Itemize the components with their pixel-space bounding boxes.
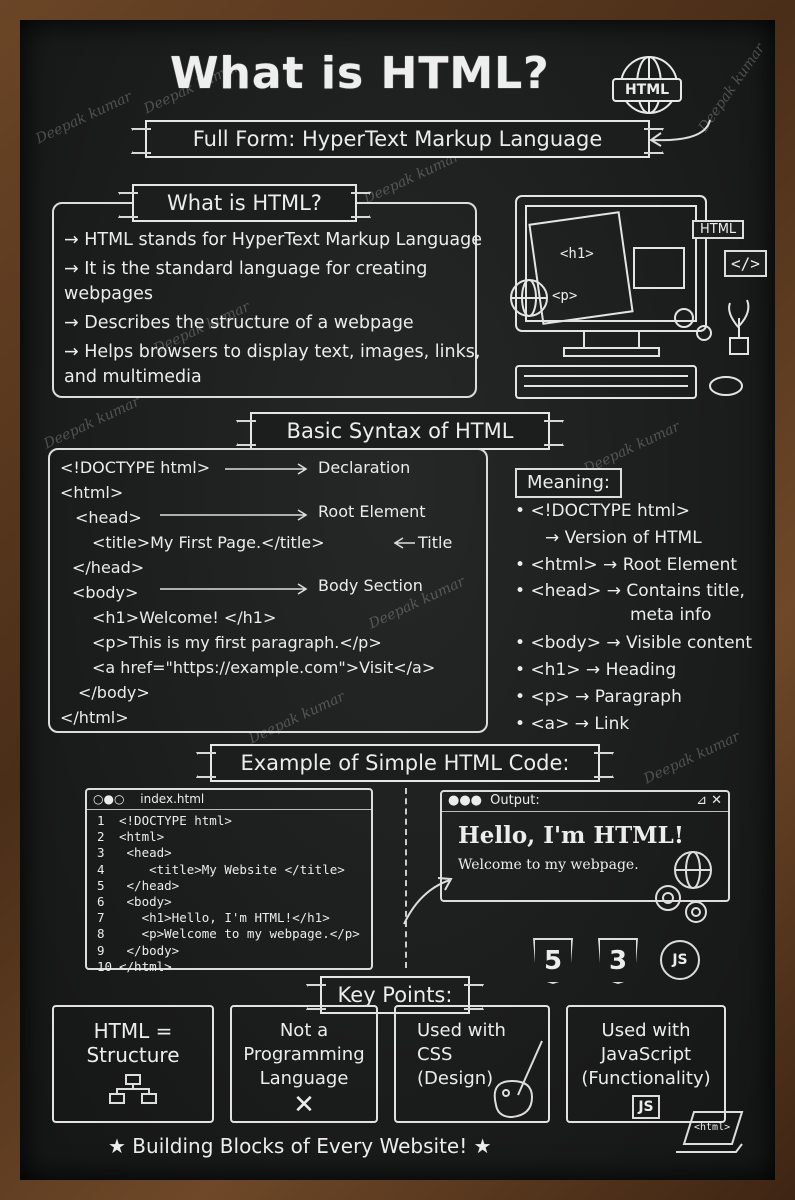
- html-label: HTML: [692, 220, 745, 239]
- laptop-icon: <html>: [676, 1108, 746, 1158]
- meaning-list: • <!DOCTYPE html> → Version of HTML • <h…: [515, 498, 770, 738]
- code-line: 9 </body>: [97, 942, 180, 958]
- code-line: 6 <body>: [97, 894, 172, 910]
- code-line: <!DOCTYPE html>: [60, 458, 211, 477]
- html5-badge: 5: [533, 938, 573, 984]
- cross-icon: ✕: [293, 1090, 315, 1120]
- hierarchy-icon: [109, 1074, 157, 1104]
- code-line: </body>: [78, 683, 150, 702]
- laptop-label: <html>: [694, 1122, 731, 1133]
- code-line: <a href="https://example.com">Visit</a>: [92, 658, 436, 677]
- list-item: • <!DOCTYPE html>: [515, 501, 690, 521]
- output-heading: Hello, I'm HTML!: [458, 822, 684, 849]
- code-line: <p>This is my first paragraph.</p>: [92, 633, 382, 652]
- code-line: <title>My First Page.</title>: [92, 533, 325, 552]
- window-controls-icon: ●●●: [448, 793, 483, 808]
- full-form-banner: Full Form: HyperText Markup Language: [145, 120, 650, 158]
- declaration-label: Declaration: [318, 458, 411, 477]
- output-label: Output:: [490, 793, 540, 808]
- filename: index.html: [140, 792, 205, 806]
- code-editor-window: ○●○ index.html 1<!DOCTYPE html> 2<html> …: [85, 788, 373, 974]
- output-window: ●●● Output: ⊿ ✕ Hello, I'm HTML! Welcome…: [440, 790, 730, 902]
- list-item: • <body> → Visible content: [515, 633, 753, 653]
- code-line: <body>: [72, 583, 139, 602]
- list-item: → Version of HTML: [545, 528, 702, 548]
- key-point-card: Not a Programming Language ✕: [230, 1005, 378, 1123]
- list-item: • <head> → Contains title,: [515, 581, 745, 601]
- page-title: What is HTML?: [170, 48, 550, 99]
- divider: [405, 788, 407, 968]
- code-line: 8 <p>Welcome to my webpage.</p>: [97, 926, 360, 942]
- p-tag-label: <p>: [552, 288, 578, 304]
- output-text: Welcome to my webpage.: [458, 857, 639, 873]
- list-item: meta info: [630, 605, 712, 625]
- output-titlebar: ●●● Output: ⊿ ✕: [442, 792, 728, 812]
- code-line: 3 <head>: [97, 845, 172, 861]
- meaning-heading: Meaning:: [515, 468, 622, 498]
- syntax-box: [48, 448, 488, 733]
- key-point-card: Used with JavaScript (Functionality) JS: [566, 1005, 726, 1123]
- footer-tagline: ★ Building Blocks of Every Website! ★: [108, 1134, 492, 1158]
- h1-tag-label: <h1>: [560, 246, 594, 262]
- syntax-arrows: [160, 463, 415, 595]
- editor-titlebar: ○●○ index.html: [87, 790, 371, 810]
- code-line: 4 <title>My Website </title>: [97, 861, 345, 877]
- list-item: Describes the structure of a webpage: [64, 311, 484, 336]
- title-label: Title: [418, 533, 453, 552]
- root-element-label: Root Element: [318, 502, 426, 521]
- gears-icon: [655, 851, 712, 923]
- key-point-card: Used with CSS (Design): [394, 1005, 550, 1123]
- code-lines: 1<!DOCTYPE html> 2<html> 3 <head> 4 <tit…: [87, 810, 371, 975]
- code-line: <h1>Welcome! </h1>: [92, 608, 277, 627]
- chalkboard: Deepak kumar Deepak kumar Deepak kumar D…: [20, 20, 775, 1180]
- list-item: • <a> → Link: [515, 714, 630, 734]
- palette-icon: [493, 1040, 543, 1119]
- definition-list: HTML stands for HyperText Markup Languag…: [64, 228, 484, 394]
- code-line: 10</html>: [97, 958, 172, 974]
- close-icon: ⊿ ✕: [696, 793, 722, 808]
- section-heading: What is HTML?: [132, 184, 357, 222]
- code-line: 1<!DOCTYPE html>: [97, 813, 232, 828]
- window-controls-icon: ○●○: [93, 792, 125, 806]
- list-item: HTML stands for HyperText Markup Languag…: [64, 228, 484, 253]
- code-line: </head>: [72, 558, 145, 577]
- code-line: 5 </head>: [97, 877, 180, 893]
- computer-illustration: <h1> <p> HTML </>: [494, 188, 767, 413]
- curved-arrow-icon: [649, 119, 711, 147]
- list-item: Helps browsers to display text, images, …: [64, 340, 484, 390]
- list-item: • <p> → Paragraph: [515, 687, 682, 707]
- key-point-card: HTML = Structure: [52, 1005, 214, 1123]
- code-line: 7 <h1>Hello, I'm HTML!</h1>: [97, 910, 330, 926]
- list-item: • <h1> → Heading: [515, 660, 677, 680]
- body-section-label: Body Section: [318, 576, 423, 595]
- list-item: It is the standard language for creating…: [64, 257, 484, 307]
- section-heading: Example of Simple HTML Code:: [210, 744, 600, 782]
- code-line: <head>: [75, 508, 142, 527]
- js-badge: JS: [632, 1095, 660, 1119]
- html-globe-label: HTML: [612, 78, 682, 102]
- js-badge: JS: [660, 940, 700, 980]
- code-line: 2<html>: [97, 829, 165, 845]
- list-item: • <html> → Root Element: [515, 555, 738, 575]
- arrow-icon: [403, 877, 453, 925]
- code-line: <html>: [60, 483, 124, 502]
- code-icon: </>: [724, 250, 767, 277]
- css3-badge: 3: [598, 938, 638, 984]
- code-line: </html>: [60, 708, 129, 727]
